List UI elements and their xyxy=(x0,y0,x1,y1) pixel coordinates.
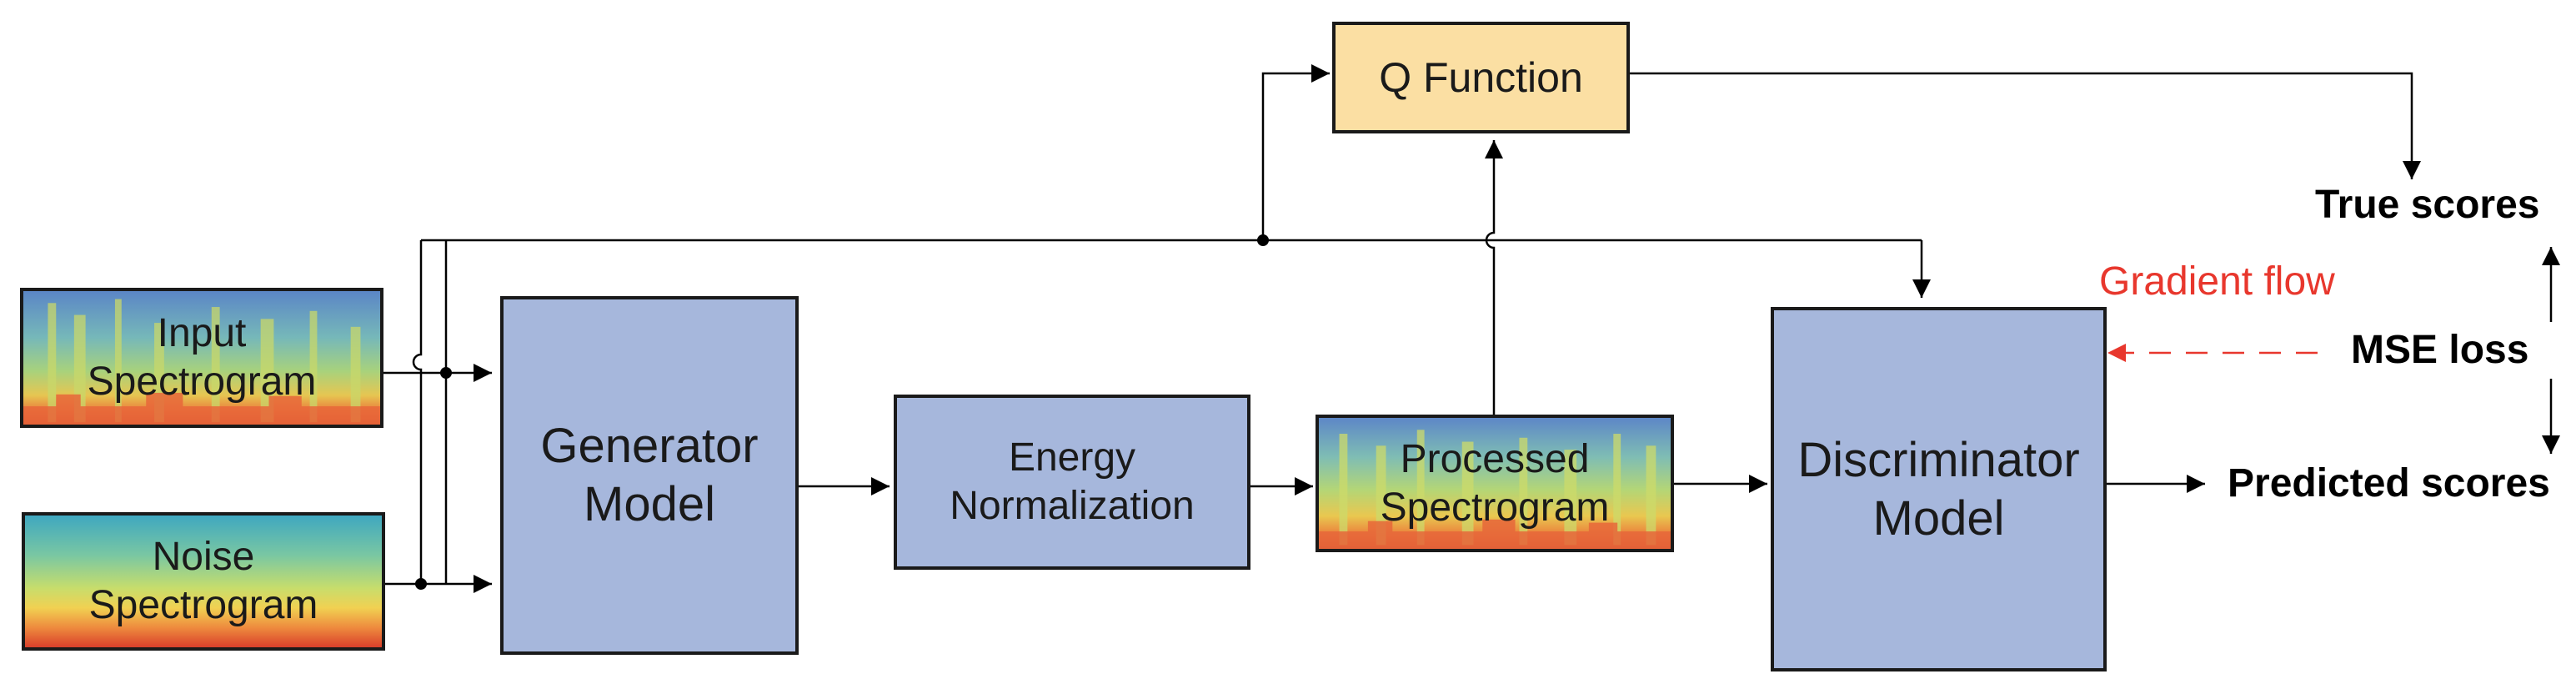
processed-spectrogram-image xyxy=(1319,418,1671,549)
arrow-q-function-to-true-scores xyxy=(1630,72,2421,179)
noise-spectrogram-block: Noise Spectrogram xyxy=(22,512,385,651)
discriminator-model-block: Discriminator Model xyxy=(1771,307,2107,671)
noise-spectrogram-label: Noise Spectrogram xyxy=(88,535,318,627)
arrow-bus-to-q-function xyxy=(1261,64,1330,240)
input-spectrogram-image xyxy=(23,291,380,425)
processed-spectrogram-label: Processed Spectrogram xyxy=(1380,436,1610,530)
generator-model-label: Generator Model xyxy=(540,419,759,531)
true-scores-label: True scores xyxy=(2315,183,2540,227)
mse-loss-label: MSE loss xyxy=(2351,328,2529,372)
input-spectrogram-block: Input Spectrogram xyxy=(20,288,383,428)
discriminator-model-label: Discriminator Model xyxy=(1797,432,2080,546)
junction-dot-input xyxy=(440,367,452,379)
q-function-label: Q Function xyxy=(1379,54,1583,101)
generator-model-block: Generator Model xyxy=(500,296,799,655)
arrow-processed-to-q-function xyxy=(1485,140,1503,415)
noise-spectrogram-image xyxy=(25,516,382,647)
input-spectrogram-label: Input Spectrogram xyxy=(87,311,317,404)
processed-spectrogram-block: Processed Spectrogram xyxy=(1316,415,1674,552)
energy-normalization-block: Energy Normalization xyxy=(894,395,1250,570)
junction-dot-noise xyxy=(415,578,427,590)
energy-normalization-label: Energy Normalization xyxy=(950,435,1195,528)
q-function-block: Q Function xyxy=(1332,22,1630,133)
bus-line-left xyxy=(412,240,423,584)
predicted-scores-label: Predicted scores xyxy=(2228,461,2550,505)
junction-dot-bus xyxy=(1257,234,1269,246)
gradient-flow-label: Gradient flow xyxy=(2099,259,2335,304)
